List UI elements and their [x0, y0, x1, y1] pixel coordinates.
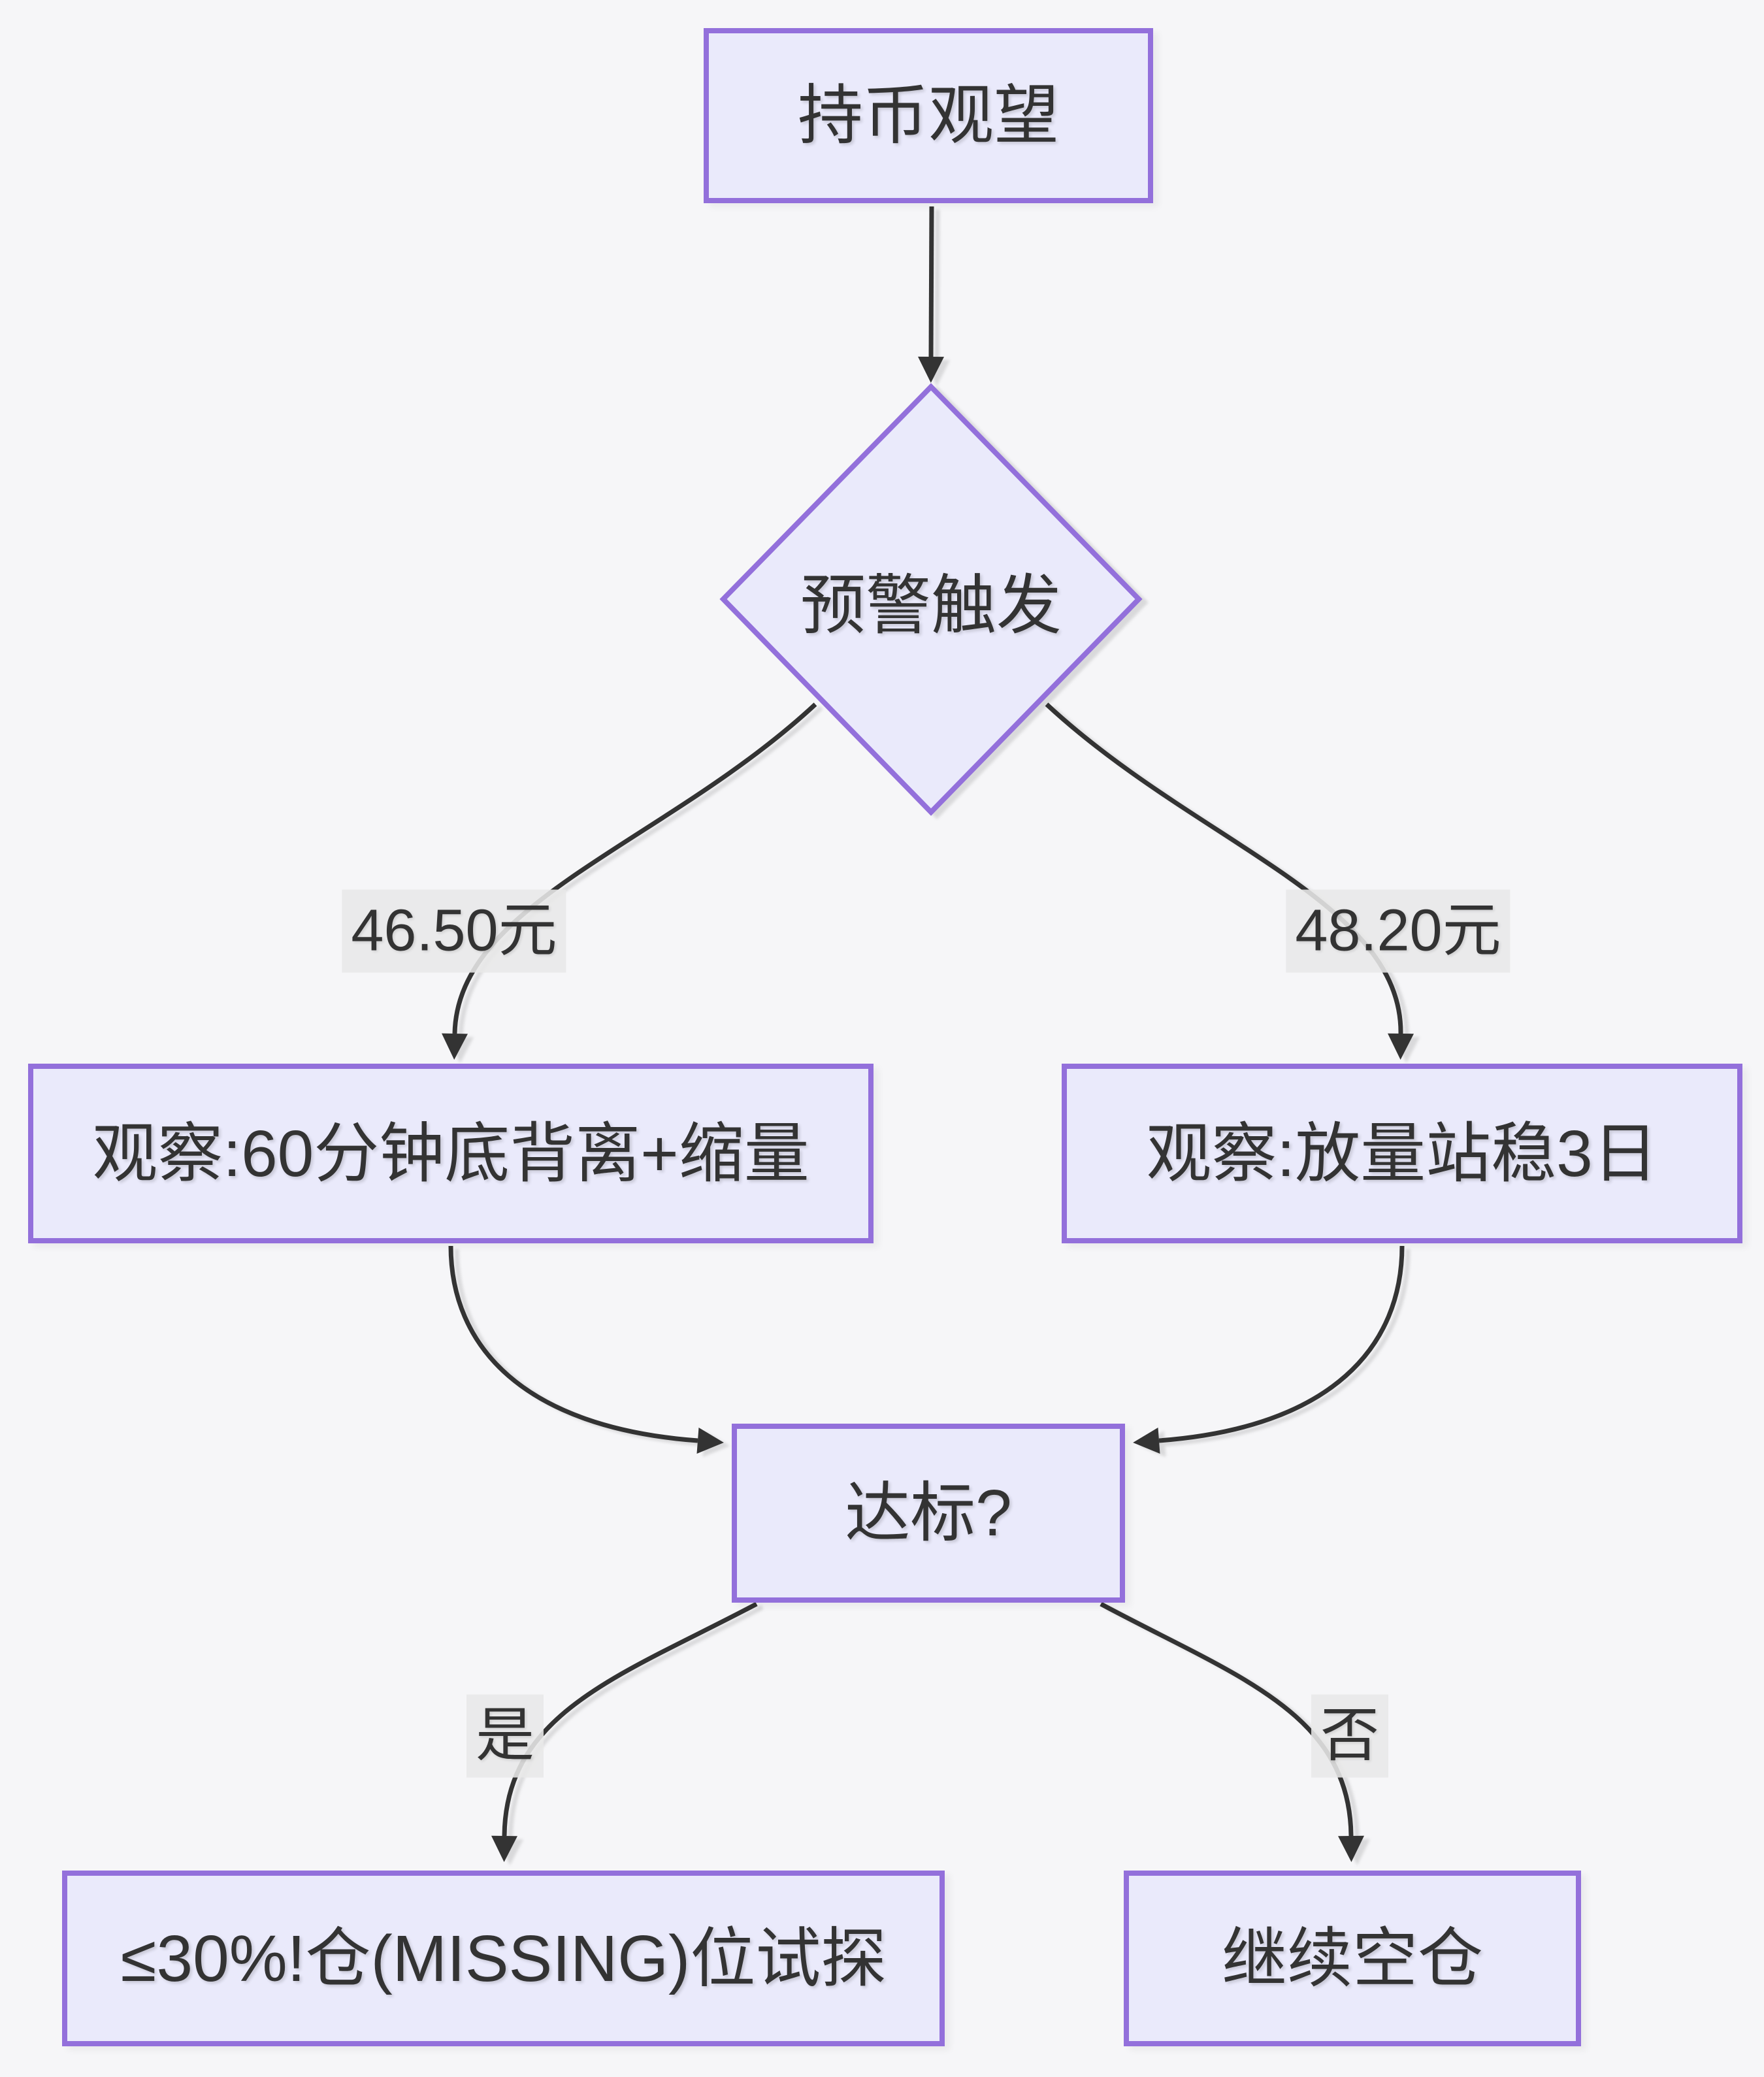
edge-label-no: 否	[1311, 1694, 1388, 1778]
node-stay-empty-label: 继续空仓	[1222, 1922, 1483, 1995]
edge-check-to-stay-empty	[1100, 1601, 1364, 1862]
node-start-label: 持币观望	[798, 79, 1059, 152]
node-check: 达标?	[732, 1424, 1125, 1603]
edge-trigger-to-observe-right	[1045, 702, 1414, 1060]
decision-diamond-shape	[719, 383, 1143, 816]
edge-label-price-right: 48.20元	[1286, 889, 1511, 973]
node-probe-label: ≤30%!仓(MISSING)位试探	[120, 1922, 887, 1995]
node-probe-position: ≤30%!仓(MISSING)位试探	[62, 1871, 945, 2046]
node-check-label: 达标?	[845, 1477, 1012, 1550]
node-stay-empty: 继续空仓	[1124, 1871, 1581, 2046]
node-observe-right-label: 观察:放量站稳3日	[1146, 1117, 1658, 1190]
edge-label-price-left: 46.50元	[342, 889, 566, 973]
node-trigger-decision: 预警触发	[735, 534, 1127, 664]
edge-observe-left-to-check	[448, 1245, 724, 1454]
edge-observe-right-to-check	[1133, 1245, 1405, 1454]
node-start: 持币观望	[704, 28, 1153, 203]
node-trigger-label: 预警触发	[800, 568, 1062, 642]
edge-start-to-trigger	[918, 206, 944, 383]
edge-label-yes: 是	[466, 1694, 544, 1778]
edge-trigger-to-observe-left	[442, 702, 817, 1060]
node-observe-right: 观察:放量站稳3日	[1062, 1064, 1742, 1243]
node-observe-left-label: 观察:60分钟底背离+缩量	[92, 1117, 809, 1190]
node-observe-left: 观察:60分钟底背离+缩量	[28, 1064, 874, 1243]
edge-check-to-probe	[491, 1601, 758, 1862]
